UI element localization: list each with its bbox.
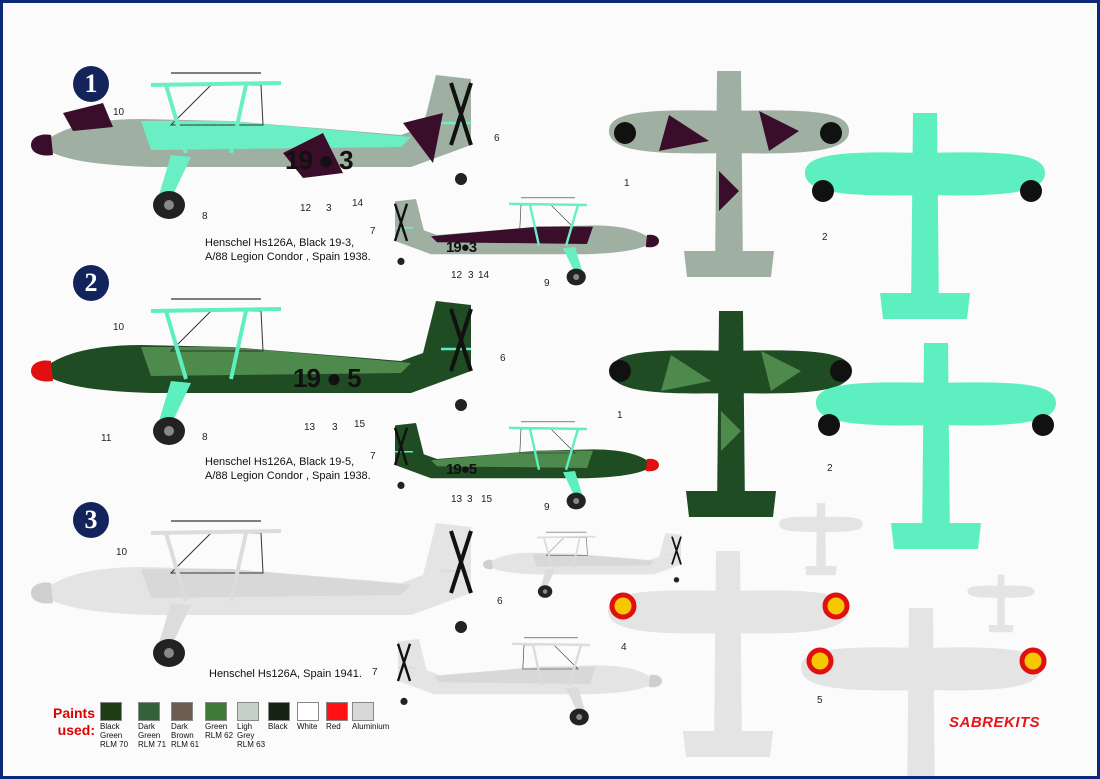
callout-14-small: 14 [478,270,490,281]
callout-10: 10 [113,107,125,118]
callout-1-s2: 1 [617,410,623,421]
swatch-label-5: Black [268,722,288,731]
callout-12: 12 [300,203,312,214]
callout-2: 2 [822,232,828,243]
scheme-marker-2: 2 [73,265,109,301]
profile-scheme2-small [393,420,661,511]
caption-scheme3: Henschel Hs126A, Spain 1941. [209,668,362,680]
callout-11: 11 [101,433,112,444]
callout-3-small: 3 [468,270,474,281]
callout-13: 13 [304,422,316,433]
callout-7-s3: 7 [372,667,378,678]
callout-8-s2: 8 [202,432,208,443]
caption-scheme2: Henschel Hs126A, Black 19-5,A/88 Legion … [205,456,371,482]
swatch-1 [138,702,160,721]
code-19-3-small: 19●3 [446,239,477,256]
profiles-artwork [29,71,1056,776]
swatch-2 [171,702,193,721]
swatch-0 [100,702,122,721]
callout-8: 8 [202,211,208,222]
swatch-6 [297,702,319,721]
brand-logo: SABREKITS [949,714,1041,731]
swatch-5 [268,702,290,721]
swatch-label-8: Aluminium [352,722,390,731]
plan-scheme1-bottom [805,113,1045,319]
callout-6-s2: 6 [500,353,506,364]
callout-3-small-s2: 3 [467,494,473,505]
plan-scheme1-top [609,71,849,277]
callout-7-s2: 7 [370,451,376,462]
caption-scheme1: Henschel Hs126A, Black 19-3,A/88 Legion … [205,237,371,263]
callout-14: 14 [352,198,364,209]
swatch-label-7: Red [326,722,341,731]
callout-2-s2: 2 [827,463,833,474]
swatch-8 [352,702,374,721]
callout-15-small: 15 [481,494,493,505]
callout-13-small: 13 [451,494,463,505]
profile-scheme2 [29,297,473,447]
swatch-7 [326,702,348,721]
profile-scheme3-front [482,531,682,599]
scheme-marker-1: 1 [73,66,109,102]
code-19-5: 19 ● 5 [293,363,362,393]
code-19-5-small: 19●5 [446,461,477,478]
callout-3: 3 [326,203,332,214]
callout-12-small: 12 [451,270,463,281]
callout-15: 15 [354,419,366,430]
callout-10-s2: 10 [113,322,125,333]
callout-5: 5 [817,695,823,706]
plan-scheme3-small-bottom [967,574,1035,633]
plan-scheme3-top [608,551,850,757]
callout-3-s2: 3 [332,422,338,433]
plan-scheme3-bottom [801,608,1047,776]
callout-7: 7 [370,226,376,237]
swatch-3 [205,702,227,721]
callout-9: 9 [544,278,550,289]
profile-scheme1 [29,71,473,221]
callout-6: 6 [494,133,500,144]
callout-10-s3: 10 [116,547,128,558]
plan-scheme2-bottom [816,343,1056,549]
callout-6-s3: 6 [497,596,503,607]
callout-4: 4 [621,642,627,653]
decal-sheet: 1 2 3 19 ● 3 19●3 19 ● 5 19●5 Henschel H… [3,3,1097,776]
callout-1: 1 [624,178,630,189]
code-19-3: 19 ● 3 [285,145,354,175]
scheme-marker-3: 3 [73,502,109,538]
swatch-4 [237,702,259,721]
profile-scheme1-small [393,196,661,287]
plan-scheme2-top [609,311,852,517]
plan-scheme3-small-top [779,503,863,576]
callout-9-s2: 9 [544,502,550,513]
swatch-label-6: White [297,722,318,731]
